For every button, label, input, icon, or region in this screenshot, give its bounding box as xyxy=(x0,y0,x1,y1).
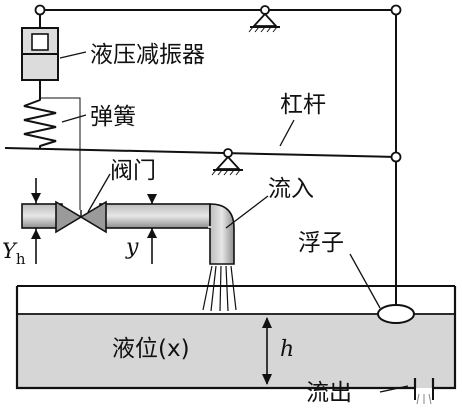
top-pivot-support xyxy=(248,5,280,33)
leader-inflow xyxy=(225,195,269,229)
spring xyxy=(23,96,81,210)
pin-joint-lever-right xyxy=(390,151,402,163)
outflow-label: 流出 xyxy=(306,380,352,406)
valve-displacement-sub: h xyxy=(16,250,26,268)
pin-joint-top-right xyxy=(390,4,402,16)
height-label: h xyxy=(280,337,294,362)
tank xyxy=(15,285,457,405)
float-label: 浮子 xyxy=(298,230,344,256)
valve-label: 阀门 xyxy=(110,158,156,184)
valve xyxy=(55,200,107,234)
lever-bar xyxy=(4,147,397,158)
inflow-streams xyxy=(202,265,237,312)
leader-float xyxy=(349,253,381,309)
outflow-spout xyxy=(414,378,434,400)
lever-label: 杠杆 xyxy=(280,92,326,118)
inflow-label: 流入 xyxy=(268,176,314,202)
leader-lines xyxy=(59,51,409,393)
hydraulic-damper xyxy=(21,27,59,96)
inlet-pipe xyxy=(21,203,235,265)
leader-valve xyxy=(87,173,111,213)
leader-damper xyxy=(59,51,87,59)
valve-displacement-main: Y xyxy=(2,239,18,263)
inflow-displacement-arrow xyxy=(147,194,157,264)
linkage-frame xyxy=(4,4,402,304)
liquid-body xyxy=(17,314,455,388)
leader-outflow xyxy=(379,385,409,393)
pin-joint-top-left xyxy=(34,4,46,16)
damper-label: 液压减振器 xyxy=(90,42,205,68)
height-arrow xyxy=(262,317,272,385)
spring-label: 弹簧 xyxy=(90,104,136,130)
lever-fulcrum xyxy=(211,148,243,176)
valve-displacement-label: Yh xyxy=(2,239,26,268)
inflow-displacement-label: y xyxy=(125,235,139,260)
leader-spring xyxy=(61,114,87,123)
leader-lever xyxy=(279,119,295,147)
outflow-stream xyxy=(416,393,432,405)
level-label: 液位(x) xyxy=(112,336,190,362)
float xyxy=(377,304,415,324)
valve-displacement-arrow xyxy=(31,178,41,264)
